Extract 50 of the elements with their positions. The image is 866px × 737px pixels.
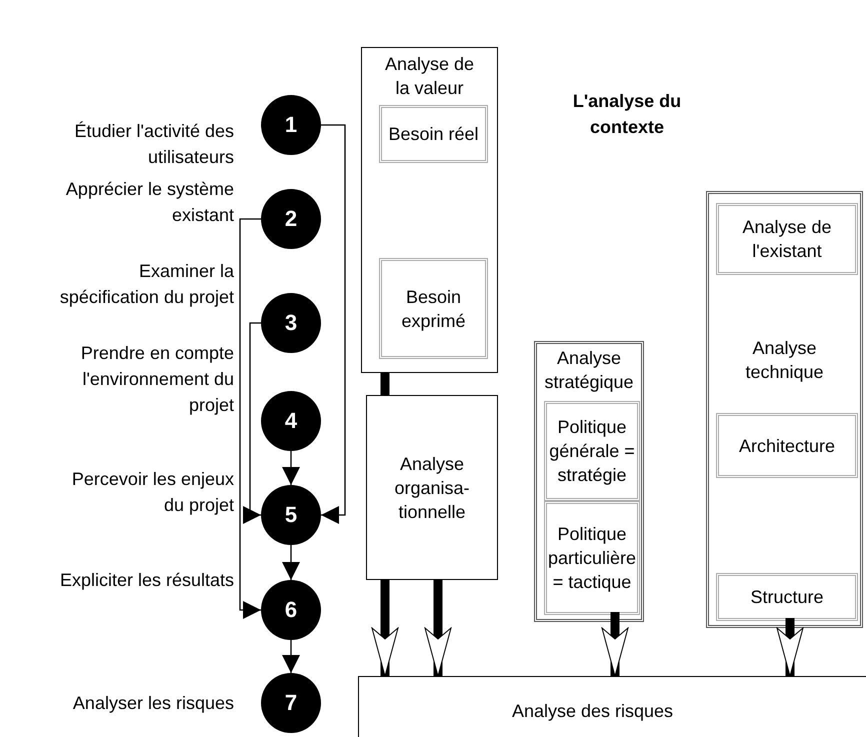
group-title: Analyse de la valeur [384, 53, 476, 100]
process-box [716, 413, 858, 478]
step-label: Prendre en compte l'environnement du projet [80, 342, 234, 417]
arrow [321, 124, 346, 524]
box-label: Besoin réel [388, 123, 479, 146]
arrow [282, 451, 300, 485]
arrow [239, 218, 261, 619]
arrow [282, 545, 300, 580]
process-box [716, 573, 858, 621]
thick-arrow [424, 580, 452, 676]
step-label: Analyser les risques [72, 692, 234, 715]
box-label: Structure [750, 586, 824, 609]
step-number: 3 [284, 310, 298, 336]
group-box [706, 191, 863, 628]
step-number: 2 [284, 206, 298, 232]
step-label: Percevoir les enjeux du projet [70, 468, 234, 517]
step-number: 1 [284, 112, 298, 138]
arrow [282, 640, 300, 673]
process-box [379, 105, 488, 163]
thick-arrow [372, 580, 398, 676]
connector-bar [380, 373, 390, 395]
group-box [361, 47, 498, 373]
process-box [544, 501, 640, 615]
process-box [544, 401, 640, 501]
thick-arrow [776, 618, 804, 676]
process-box [716, 203, 858, 275]
box-label: Analyse organisa- tionnelle [393, 452, 471, 524]
box-label: Politique particulière = tactique [547, 523, 637, 594]
step-label: Examiner la spécification du projet [58, 260, 234, 309]
step-number: 7 [284, 690, 298, 716]
arrow [243, 322, 261, 524]
thick-arrow [602, 612, 628, 676]
diagram-title: L'analyse du contexte [572, 90, 682, 139]
step-number: 6 [284, 597, 298, 623]
process-box [358, 676, 866, 737]
box-label: Besoin exprimé [400, 286, 467, 332]
group-box [534, 341, 644, 622]
box-label: Analyse de l'existant [741, 216, 833, 263]
step-label: Expliciter les résultats [58, 569, 234, 592]
box-label: Politique générale = stratégie [548, 416, 636, 487]
step-label: Étudier l'activité des utilisateurs [73, 120, 234, 169]
box-label: Architecture [738, 434, 836, 458]
process-box [379, 258, 488, 359]
step-label: Apprécier le système existant [64, 178, 234, 227]
step-number: 5 [284, 502, 298, 528]
group-title: Analyse stratégique [543, 347, 635, 394]
group-title: Analyse technique [744, 337, 825, 384]
step-number: 4 [284, 408, 298, 434]
box-label: Analyse des risques [512, 700, 674, 723]
process-box [366, 395, 498, 580]
